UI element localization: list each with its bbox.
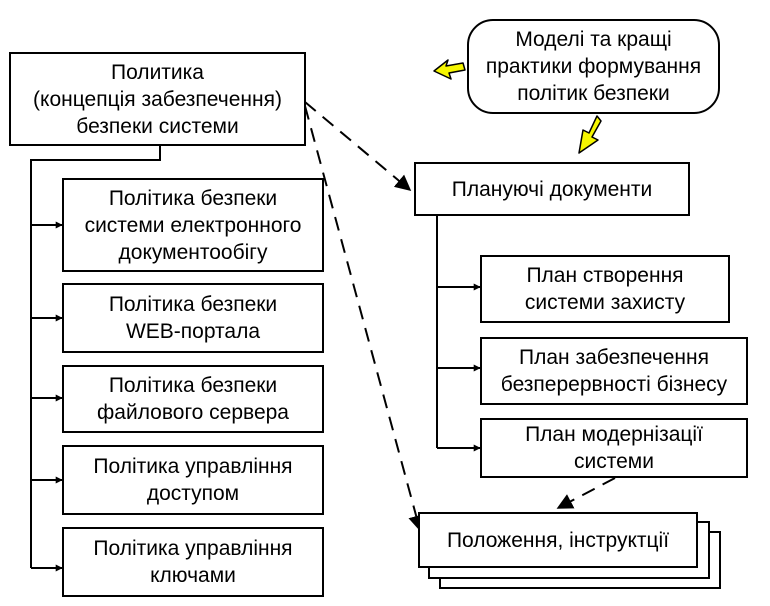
policy-access-label: Політика управління доступом (93, 455, 293, 505)
policy-edm-label: Політика безпеки системи електронного до… (84, 186, 302, 264)
planning-docs-box: Плануючі документи (414, 162, 690, 216)
plan-protection-box: План створення системи захисту (480, 255, 730, 323)
policy-web-label: Політика безпеки WEB-портала (108, 293, 278, 343)
policy-access-box: Політика управління доступом (62, 445, 324, 515)
policy-edm-box: Політика безпеки системи електронного до… (62, 178, 324, 272)
plan-modernization-box: План модернізації системи (480, 418, 748, 478)
models-label: Моделі та кращі практики формування полі… (485, 28, 702, 105)
policy-file-box: Політика безпеки файлового сервера (62, 365, 324, 433)
policy-keys-label: Політика управління ключами (93, 537, 293, 587)
planning-docs-label: Плануючі документи (451, 177, 653, 201)
yellow-arrow-left (433, 59, 466, 80)
policy-web-box: Політика безпеки WEB-портала (62, 283, 324, 353)
regulations-label: Положення, інструктції (446, 528, 670, 552)
policy-keys-box: Політика управління ключами (62, 527, 324, 597)
plan-continuity-box: План забезпечення безперервності бізнесу (480, 337, 748, 405)
right-tree-connector (436, 216, 481, 452)
models-box: Моделі та кращі практики формування полі… (467, 19, 720, 114)
highlight-arrows (433, 59, 602, 154)
regulations-box: Положення, інструктції (418, 512, 698, 568)
plan-modernization-label: План модернізації системи (525, 423, 703, 473)
policy-file-label: Політика безпеки файлового сервера (97, 374, 289, 424)
yellow-arrow-down (578, 115, 602, 154)
plan-continuity-label: План забезпечення безперервності бізнесу (500, 346, 728, 396)
dashed-arrows (304, 101, 616, 532)
main-policy-label: Политика (концепція забезпечення) безпек… (33, 60, 282, 138)
left-tree-connector (30, 146, 161, 572)
main-policy-box: Политика (концепція забезпечення) безпек… (9, 52, 306, 146)
plan-protection-label: План створення системи захисту (524, 264, 686, 314)
